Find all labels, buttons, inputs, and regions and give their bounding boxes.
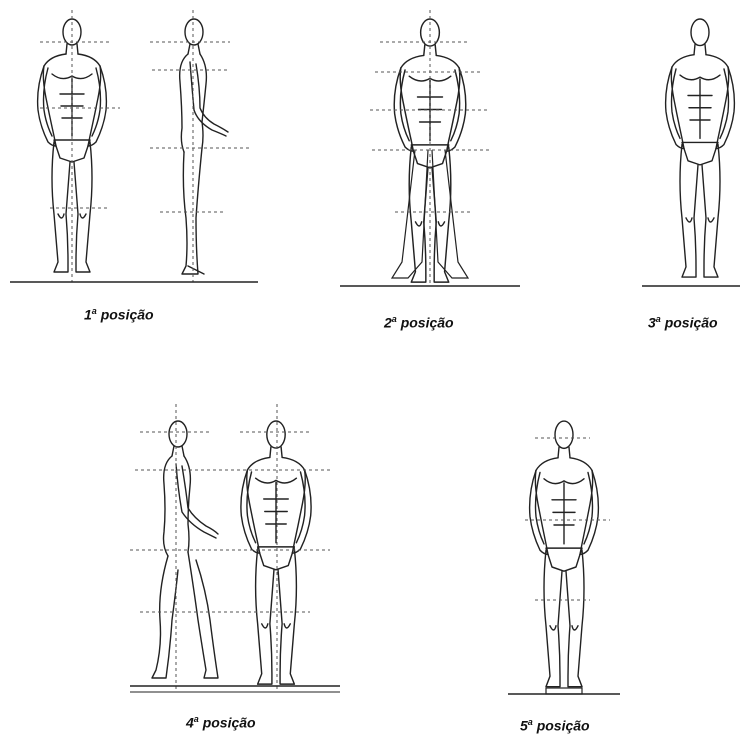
caption-superscript: a: [194, 714, 199, 724]
caption-superscript: a: [392, 314, 397, 324]
caption-superscript: a: [92, 306, 97, 316]
figure-fifth-position: [530, 421, 599, 694]
caption-word: posição: [665, 315, 718, 331]
figure-third-position: [666, 19, 735, 277]
caption-ordinal: 2: [384, 315, 392, 331]
caption-fifth-position: 5a posição: [520, 717, 590, 734]
figure-first-position-side: [180, 10, 228, 282]
figure-second-position: [392, 10, 468, 286]
caption-superscript: a: [656, 314, 661, 324]
caption-ordinal: 4: [186, 715, 194, 731]
figure-fourth-position-front: [241, 404, 311, 690]
caption-ordinal: 3: [648, 315, 656, 331]
figure-first-position-front: [38, 10, 107, 282]
caption-third-position: 3a posição: [648, 314, 718, 331]
guides-fourth-position: [130, 432, 330, 612]
caption-superscript: a: [528, 717, 533, 727]
caption-second-position: 2a posição: [384, 314, 454, 331]
figure-fourth-position-side: [152, 404, 218, 690]
caption-word: posição: [101, 307, 154, 323]
caption-ordinal: 5: [520, 718, 528, 734]
caption-fourth-position: 4a posição: [186, 714, 256, 731]
caption-ordinal: 1: [84, 307, 92, 323]
caption-word: posição: [537, 718, 590, 734]
caption-word: posição: [401, 315, 454, 331]
caption-word: posição: [203, 715, 256, 731]
caption-first-position: 1a posição: [84, 306, 154, 323]
